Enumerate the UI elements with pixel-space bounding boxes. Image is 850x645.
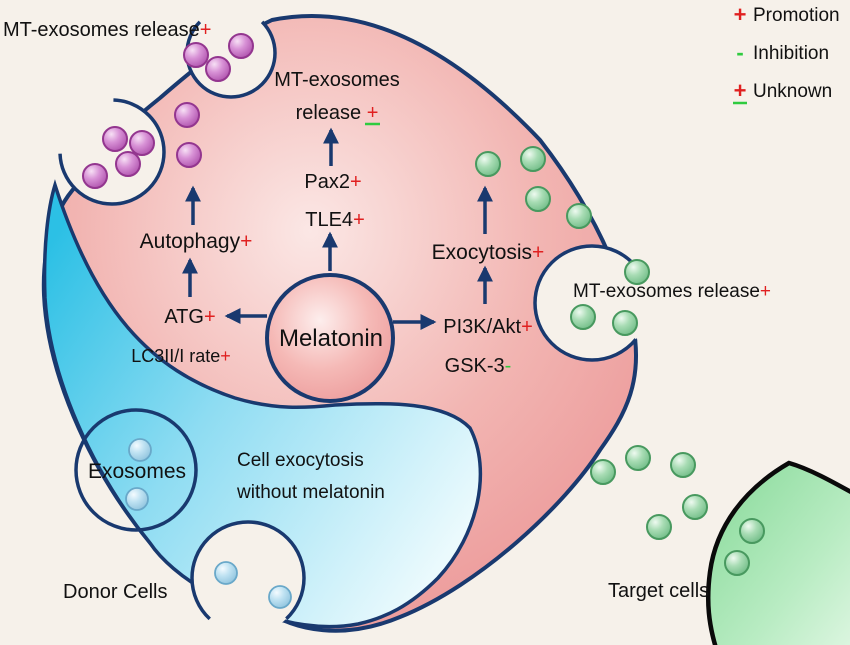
- exosome-dot-purple: [183, 42, 209, 68]
- exosome-dot-green: [475, 151, 501, 177]
- label-donor-cells: Donor Cells: [63, 581, 167, 603]
- exosome-dot-green: [570, 304, 596, 330]
- label-exosomes: Exosomes: [88, 460, 186, 483]
- legend-inhibition-label: Inhibition: [753, 43, 829, 64]
- exosome-dot-green: [520, 146, 546, 172]
- exocytosis-pit-bottom: [190, 520, 306, 636]
- label-text: Pax2: [304, 171, 350, 193]
- label-pax2: Pax2+: [304, 171, 361, 193]
- promotion-sign: +: [521, 316, 533, 338]
- exosome-dot-blue: [268, 585, 292, 609]
- exosome-dots-purple: [82, 33, 254, 189]
- exosome-dot-purple: [129, 130, 155, 156]
- legend-unknown-symbol: +: [734, 78, 747, 103]
- label-gsk3: GSK-3-: [445, 355, 512, 377]
- promotion-sign: +: [532, 241, 544, 264]
- exosome-dot-green: [739, 518, 765, 544]
- label-text: TLE4: [305, 209, 353, 231]
- promotion-sign: +: [760, 281, 771, 302]
- label-text: PI3K/Akt: [443, 316, 521, 338]
- exosome-dot-purple: [228, 33, 254, 59]
- legend-unknown-label: Unknown: [753, 81, 832, 102]
- label-autophagy: Autophagy+: [140, 230, 253, 253]
- pathway-arrows: [182, 127, 493, 330]
- exosome-dot-green: [682, 494, 708, 520]
- exosome-dot-green: [646, 514, 672, 540]
- exosome-dots-blue: [125, 438, 292, 609]
- label-text: Exocytosis: [432, 241, 532, 264]
- exosome-dot-green: [566, 203, 592, 229]
- label-lc3-rate: LC3II/I rate+: [131, 346, 231, 366]
- label-mt-exosomes-release-top-left: MT-exosomes release+: [3, 19, 211, 41]
- label-text: ATG: [164, 306, 204, 328]
- unknown-sign: +: [367, 102, 379, 124]
- exosome-dot-purple: [176, 142, 202, 168]
- label-cell-exocytosis-line1: Cell exocytosis: [237, 450, 364, 471]
- exosome-dot-blue: [128, 438, 152, 462]
- exosome-dot-green: [625, 445, 651, 471]
- legend-promotion-symbol: +: [734, 2, 747, 27]
- exosome-dot-green: [670, 452, 696, 478]
- no-melatonin-region: [42, 179, 483, 629]
- exosome-dot-purple: [82, 163, 108, 189]
- label-text: release: [296, 102, 367, 124]
- label-mt-exosomes-top: MT-exosomes: [274, 69, 400, 91]
- label-pi3k-akt: PI3K/Akt+: [443, 316, 533, 338]
- exosome-dot-green: [624, 259, 650, 285]
- exosome-dots-green: [475, 146, 765, 576]
- exosome-dot-purple: [174, 102, 200, 128]
- target-cell: [705, 460, 850, 645]
- exosome-dot-green: [525, 186, 551, 212]
- label-mt-exosomes-release-right: MT-exosomes release+: [573, 281, 771, 302]
- label-release-top: release +: [296, 102, 379, 124]
- exosome-dot-blue: [214, 561, 238, 585]
- promotion-sign: +: [350, 171, 362, 193]
- promotion-sign: +: [220, 346, 231, 366]
- label-atg: ATG+: [164, 306, 215, 328]
- melatonin-circle: [265, 273, 395, 403]
- exosome-dot-purple: [205, 56, 231, 82]
- exosomes-vesicle-circle: [74, 408, 198, 532]
- label-text: MT-exosomes release: [3, 19, 200, 41]
- legend-inhibition-symbol: -: [736, 40, 743, 65]
- inhibition-sign: -: [505, 355, 512, 377]
- label-text: LC3II/I rate: [131, 346, 220, 366]
- exosome-dot-purple: [115, 151, 141, 177]
- label-cell-exocytosis-line2: without melatonin: [236, 482, 385, 503]
- label-tle4: TLE4+: [305, 209, 365, 231]
- promotion-sign: +: [204, 306, 216, 328]
- label-target-cells: Target cells: [608, 580, 709, 602]
- label-text: Autophagy: [140, 230, 241, 253]
- legend-promotion-label: Promotion: [753, 5, 840, 26]
- label-melatonin: Melatonin: [279, 325, 383, 352]
- promotion-sign: +: [353, 209, 365, 231]
- label-exocytosis: Exocytosis+: [432, 241, 545, 264]
- promotion-sign: +: [200, 19, 212, 41]
- exosome-dot-purple: [102, 126, 128, 152]
- legend: + Promotion - Inhibition + Unknown: [733, 2, 840, 105]
- exosome-dot-green: [724, 550, 750, 576]
- promotion-sign: +: [240, 230, 252, 253]
- label-text: MT-exosomes release: [573, 281, 760, 302]
- label-text: GSK-3: [445, 355, 505, 377]
- exosome-dot-blue: [125, 487, 149, 511]
- exosome-dot-green: [590, 459, 616, 485]
- exosome-dot-green: [612, 310, 638, 336]
